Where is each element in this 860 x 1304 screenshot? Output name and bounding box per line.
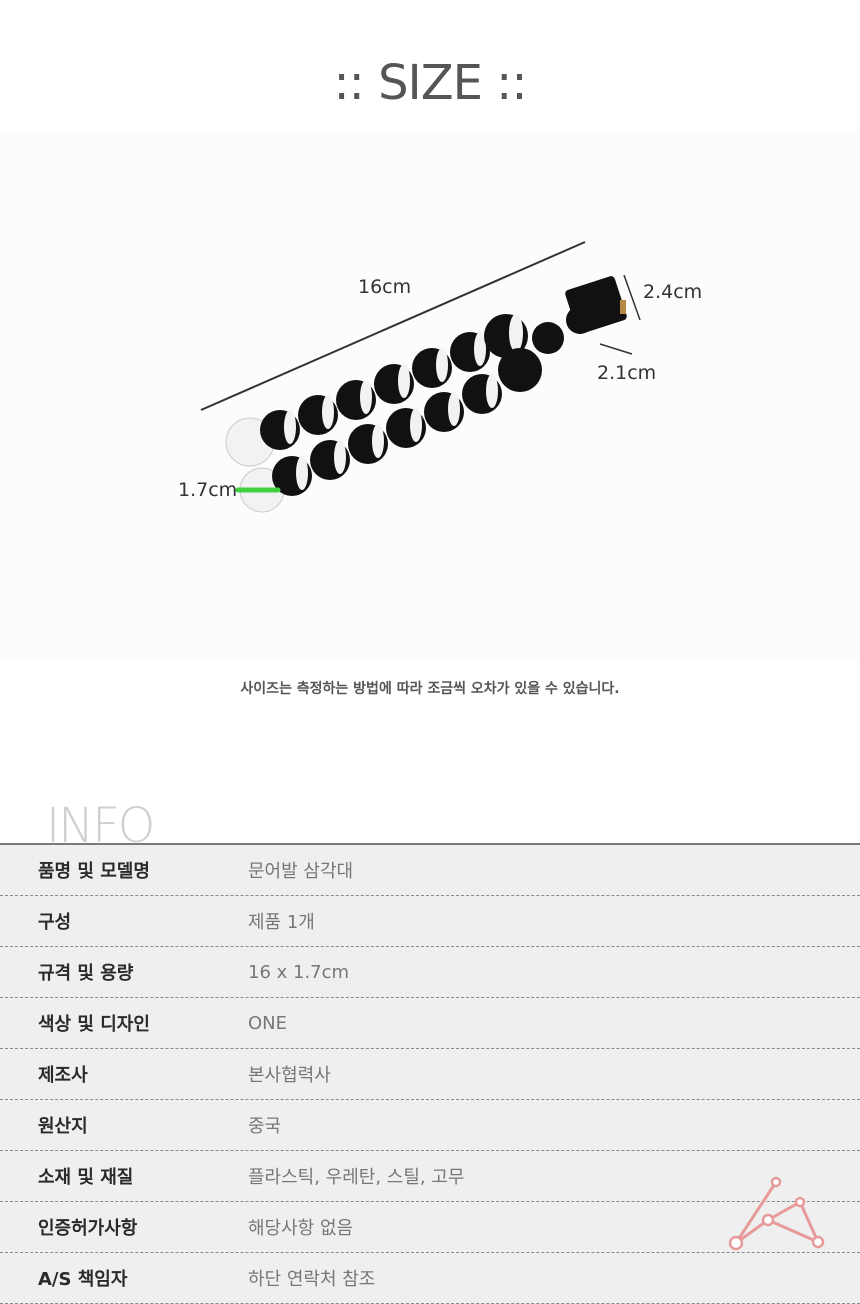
info-label: 품명 및 모델명 — [38, 861, 150, 882]
info-label: 원산지 — [38, 1116, 88, 1137]
info-value: 제품 1개 — [248, 912, 315, 933]
height-label: 2.4cm — [643, 281, 703, 303]
info-row: 구성 제품 1개 — [0, 896, 860, 947]
info-row: 품명 및 모델명 문어발 삼각대 — [0, 845, 860, 896]
info-value: 중국 — [248, 1116, 282, 1137]
size-disclaimer: 사이즈는 측정하는 방법에 따라 조금씩 오차가 있을 수 있습니다. — [240, 681, 620, 697]
info-label: 색상 및 디자인 — [38, 1014, 150, 1035]
info-value: 문어발 삼각대 — [248, 861, 354, 882]
width-label: 2.1cm — [597, 362, 657, 384]
info-row: 색상 및 디자인 ONE — [0, 998, 860, 1049]
info-label: 구성 — [38, 912, 72, 933]
info-row: 원산지 중국 — [0, 1100, 860, 1151]
info-value: ONE — [248, 1012, 288, 1034]
info-row: 규격 및 용량 16 x 1.7cm — [0, 947, 860, 998]
info-table: 품명 및 모델명 문어발 삼각대 구성 제품 1개 규격 및 용량 16 x 1… — [0, 843, 860, 1304]
info-label: 제조사 — [38, 1065, 88, 1086]
info-label: 소재 및 재질 — [38, 1167, 134, 1188]
size-title: :: SIZE :: — [333, 55, 527, 111]
info-row: 인증허가사항 해당사항 없음 — [0, 1202, 860, 1253]
info-value: 해당사항 없음 — [248, 1218, 354, 1239]
info-value: 하단 연락처 참조 — [248, 1269, 376, 1290]
info-label: 인증허가사항 — [38, 1218, 138, 1239]
info-value: 16 x 1.7cm — [248, 961, 350, 983]
info-label: 규격 및 용량 — [38, 963, 134, 984]
ball-size-label: 1.7cm — [178, 479, 238, 501]
length-label: 16cm — [358, 276, 412, 298]
constellation-logo-icon — [728, 1176, 825, 1251]
product-photo: 16cm 2.4cm 2.1cm 1.7cm — [0, 130, 860, 660]
info-row: 소재 및 재질 플라스틱, 우레탄, 스틸, 고무 — [0, 1151, 860, 1202]
info-value: 본사협력사 — [248, 1065, 331, 1086]
tripod-illustration — [200, 241, 641, 513]
info-row: A/S 책임자 하단 연락처 참조 — [0, 1253, 860, 1304]
info-label: A/S 책임자 — [38, 1269, 128, 1290]
info-row: 제조사 본사협력사 — [0, 1049, 860, 1100]
info-value: 플라스틱, 우레탄, 스틸, 고무 — [248, 1167, 465, 1188]
